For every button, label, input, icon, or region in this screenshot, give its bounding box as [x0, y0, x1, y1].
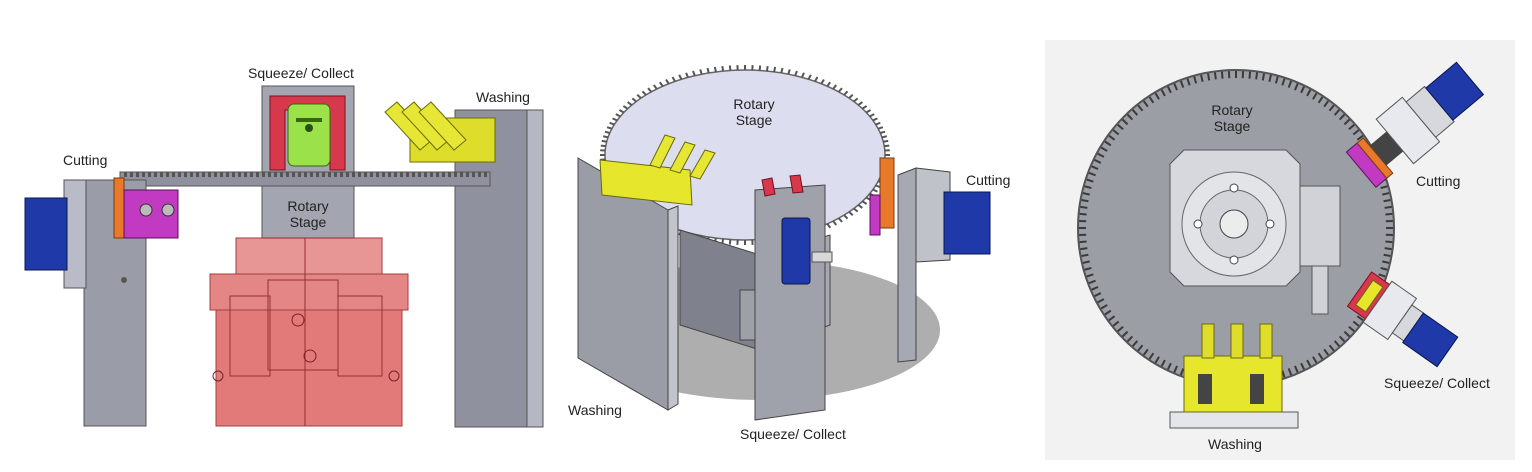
iso-cutting-label: Cutting — [966, 172, 1011, 188]
rotary-stage-teeth — [124, 172, 487, 177]
iso-cutting-magenta — [869, 194, 881, 236]
top-washing-label: Washing — [1208, 436, 1262, 452]
top-washing-assembly — [1169, 323, 1299, 429]
top-cutting-assembly — [1345, 61, 1485, 189]
isometric-view-panel — [577, 65, 991, 421]
iso-washing-label: Washing — [568, 402, 622, 418]
motor-assembly — [209, 237, 409, 427]
top-cutting-label: Cutting — [1416, 173, 1461, 189]
top-squeeze-assembly — [1346, 271, 1459, 368]
iso-cutting-post — [897, 167, 917, 363]
front-squeeze-label: Squeeze/ Collect — [248, 65, 354, 81]
iso-squeeze-blue — [781, 217, 811, 285]
front-washing-label: Washing — [476, 89, 530, 105]
iso-washing-nozzle — [599, 134, 716, 206]
cutting-blue-motor — [24, 197, 68, 271]
rotary-hub — [261, 185, 355, 239]
front-cutting-label: Cutting — [63, 152, 108, 168]
iso-cutting-orange — [879, 157, 895, 229]
iso-squeeze-label: Squeeze/ Collect — [740, 426, 846, 442]
washing-nozzle-assembly — [384, 101, 496, 163]
front-view-panel — [24, 85, 544, 428]
iso-cutting-blue — [943, 191, 991, 255]
top-rotary-teeth — [1079, 71, 1393, 385]
top-squeeze-label: Squeeze/ Collect — [1384, 375, 1490, 391]
